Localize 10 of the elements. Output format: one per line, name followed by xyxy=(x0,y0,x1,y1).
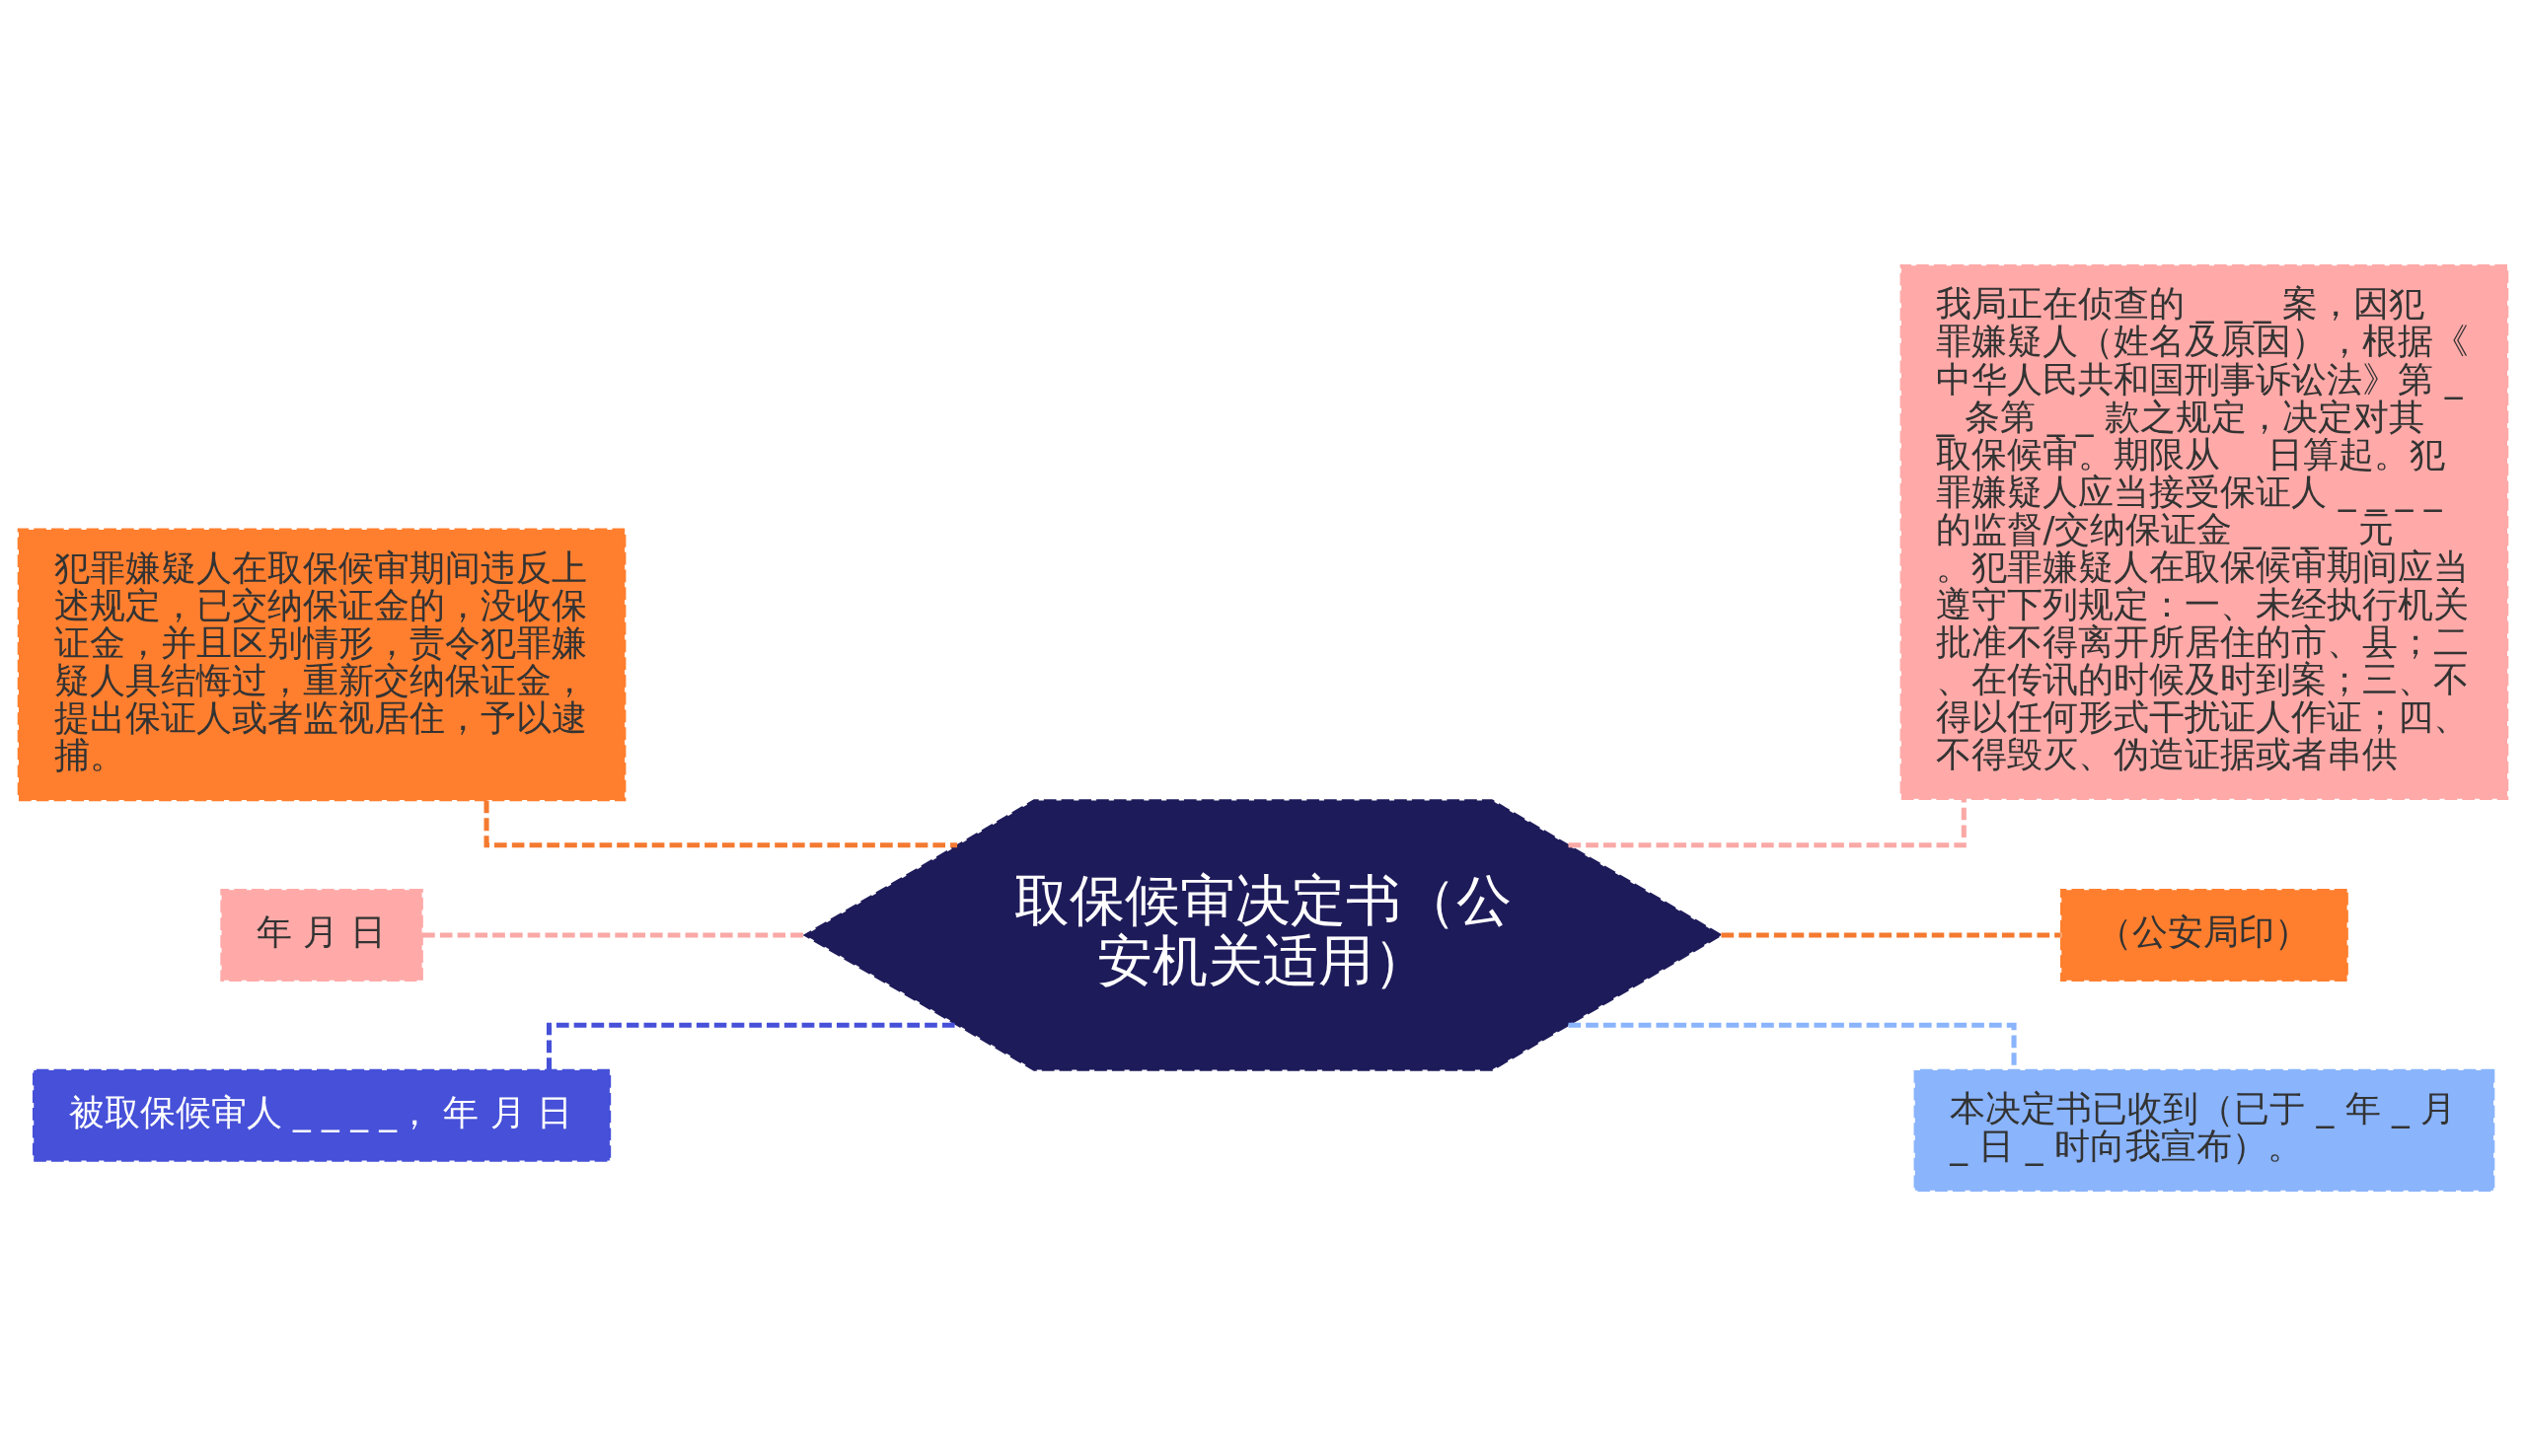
node-box: 本决定书已收到（已于 _ 年 _ 月 _ 日 _ 时向我宣布）。 xyxy=(1913,1068,2495,1193)
connector xyxy=(483,800,958,848)
node-box: 我局正在侦查的 _ _ _ 案，因犯罪嫌疑人（姓名及原因），根据《中华人民共和国刑事诉讼法》第 _ _ 条第 _ _ 款之规定，决定对其取保候审。期限从 日算起。犯罪嫌疑人应当接受保证人 _ _ _ _ 的监督/交纳保证金 _ _ _ _ 元。犯罪嫌疑人在取保候审期间应当遵守下列规定：一、未经执行机关批准不得离开所居住的市、县；二、在传讯的时候及时到案；三、不得以任何形式干扰证人作证；四、不得毁灭、伪造证据或者串供 xyxy=(1899,263,2509,800)
connector xyxy=(1568,798,1967,848)
node-box: 犯罪嫌疑人在取保候审期间违反上述规定，已交纳保证金的，没收保证金，并且区别情形，责令犯罪嫌疑人具结悔过，重新交纳保证金，提出保证人或者监视居住，予以逮捕。 xyxy=(17,528,627,802)
node-box: 被取保候审人 _ _ _ _， 年 月 日 xyxy=(32,1068,612,1162)
connector xyxy=(1721,932,2061,938)
node-box: 年 月 日 xyxy=(220,889,423,982)
node-box: （公安局印） xyxy=(2060,889,2348,982)
connector xyxy=(422,932,805,938)
